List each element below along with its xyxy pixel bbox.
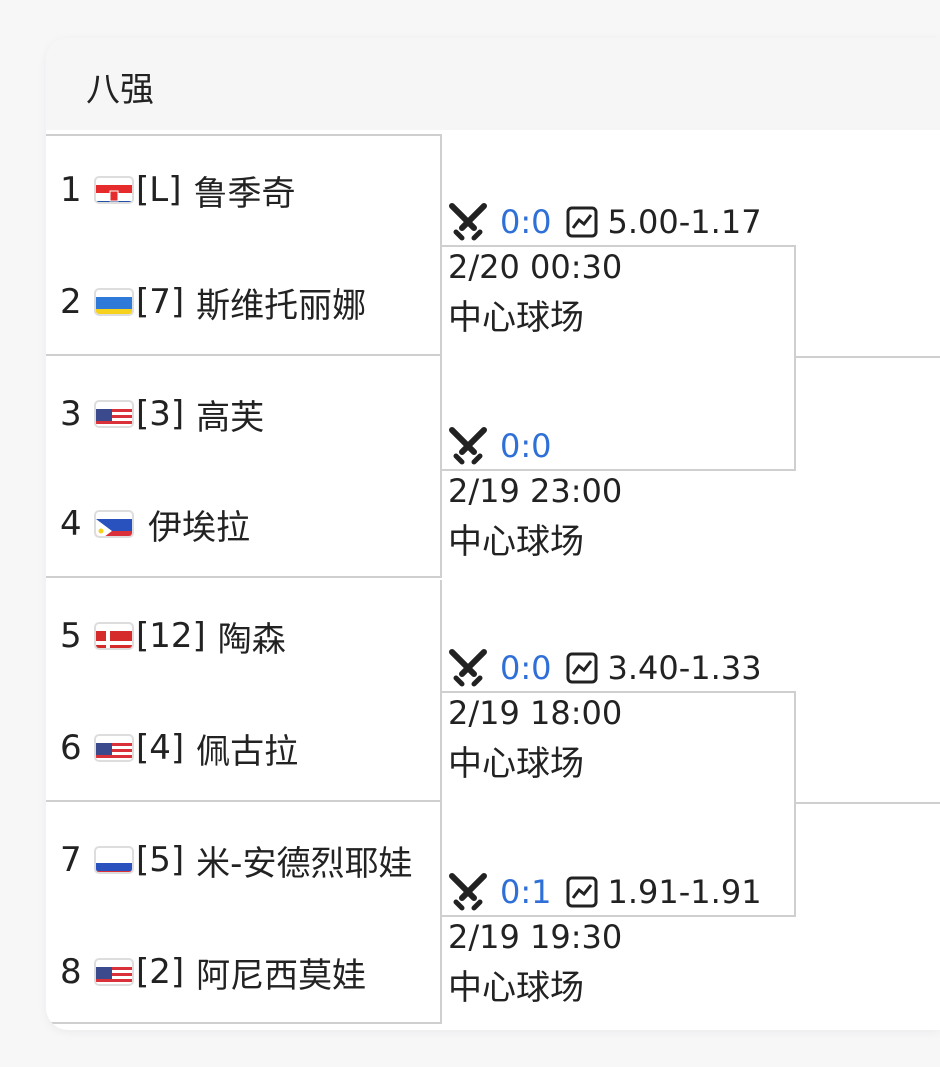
player-row[interactable]: 5 [12] 陶森 [60,614,286,660]
match-score[interactable]: 0:0 [500,203,552,241]
player-seed: 7 [60,840,82,880]
match-venue: 中心球场 [448,298,584,338]
player-tag: [12] [136,616,206,656]
crossed-swords-icon[interactable] [448,872,488,912]
player-row[interactable]: 4 伊埃拉 [60,502,250,548]
usa-flag-icon [94,734,134,762]
player-row[interactable]: 8 [2] 阿尼西莫娃 [60,950,367,996]
round-title: 八强 [86,70,154,110]
player-row[interactable]: 7 [5] 米-安德烈耶娃 [60,838,413,884]
bracket-connector [442,691,796,917]
crossed-swords-icon[interactable] [448,648,488,688]
match-odds: 5.00-1.17 [607,203,762,241]
match-box-3 [46,580,442,802]
player-row[interactable]: 6 [4] 佩古拉 [60,726,299,772]
player-name: 伊埃拉 [148,507,250,548]
player-seed: 1 [60,170,82,210]
bracket-connector [442,245,796,471]
match-time: 2/19 18:00 [448,694,623,732]
player-name: 高芙 [196,397,265,438]
match-time: 2/20 00:30 [448,248,623,286]
player-tag: [7] [136,282,185,322]
player-seed: 4 [60,504,82,544]
match-score[interactable]: 0:0 [500,427,552,465]
player-row[interactable]: 2 [7] 斯维托丽娜 [60,280,367,326]
player-name: 佩古拉 [196,731,299,772]
match-info: 0:1 1.91-1.91 [448,872,762,912]
bracket-connector [796,356,940,358]
philippines-flag-icon [94,510,134,538]
match-box-4 [46,802,442,1024]
crossed-swords-icon[interactable] [448,202,488,242]
player-tag: [5] [136,840,185,880]
round-header: 八强 [46,38,940,130]
player-name: 斯维托丽娜 [196,285,367,326]
match-box-1 [46,134,442,356]
player-name: 阿尼西莫娃 [196,955,367,996]
match-info: 0:0 5.00-1.17 [448,202,762,242]
player-name: 鲁季奇 [193,173,296,214]
match-odds: 3.40-1.33 [607,649,762,687]
player-tag: [3] [136,394,185,434]
match-venue: 中心球场 [448,968,584,1008]
odds-chart-icon[interactable] [566,876,598,908]
bracket-card: 八强 1 [L] 鲁季奇 2 [7] 斯维托丽娜 3 [3] 高芙 4 伊埃拉 [46,38,940,1030]
usa-flag-icon [94,400,134,428]
player-row[interactable]: 1 [L] 鲁季奇 [60,168,296,214]
odds-chart-icon[interactable] [566,652,598,684]
match-venue: 中心球场 [448,744,584,784]
player-name: 米-安德烈耶娃 [196,843,413,884]
match-info: 0:0 3.40-1.33 [448,648,762,688]
odds-chart-icon[interactable] [566,206,598,238]
bracket-connector [796,802,940,804]
match-box-2 [46,356,442,578]
match-score[interactable]: 0:0 [500,649,552,687]
player-tag: [4] [136,728,185,768]
player-tag: [L] [136,170,182,210]
player-seed: 8 [60,952,82,992]
match-info: 0:0 [448,426,566,466]
russia-flag-icon [94,846,134,874]
player-seed: 5 [60,616,82,656]
crossed-swords-icon[interactable] [448,426,488,466]
denmark-flag-icon [94,622,134,650]
match-odds: 1.91-1.91 [607,873,762,911]
player-tag: [2] [136,952,185,992]
player-seed: 3 [60,394,82,434]
croatia-flag-icon [94,176,134,204]
match-time: 2/19 19:30 [448,918,623,956]
match-score[interactable]: 0:1 [500,873,552,911]
usa-flag-icon [94,958,134,986]
player-name: 陶森 [217,619,286,660]
player-row[interactable]: 3 [3] 高芙 [60,392,265,438]
match-time: 2/19 23:00 [448,472,623,510]
player-seed: 6 [60,728,82,768]
player-seed: 2 [60,282,82,322]
ukraine-flag-icon [94,288,134,316]
match-venue: 中心球场 [448,522,584,562]
